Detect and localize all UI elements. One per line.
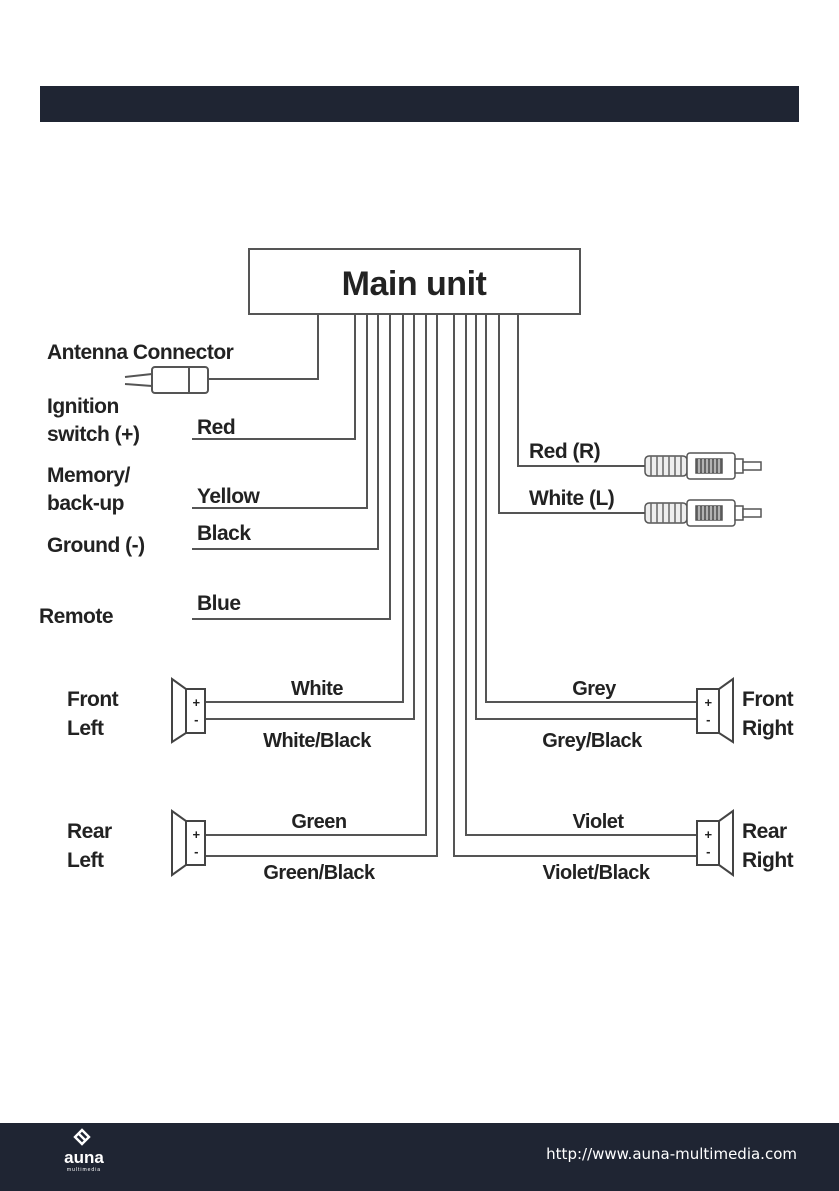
ground-label: Ground (-) — [47, 534, 145, 557]
red-label: Red — [197, 416, 235, 439]
grey-black-wire — [475, 314, 697, 720]
black-wire — [192, 314, 379, 550]
footer-url[interactable]: http://www.auna-multimedia.com — [546, 1145, 797, 1163]
antenna-label: Antenna Connector — [47, 341, 234, 364]
auna-logo: auna multimedia — [64, 1128, 104, 1173]
rca-plug-white-icon — [644, 499, 762, 527]
rca-plug-red-icon — [644, 452, 762, 480]
rca-red-wire — [517, 314, 645, 467]
speaker-front-left-icon — [171, 677, 206, 744]
fr-plus: + — [704, 695, 712, 710]
antenna-wire — [208, 314, 319, 380]
ignition-label-2: switch (+) — [47, 423, 139, 446]
header-bar — [40, 86, 799, 122]
rca-white-label: White (L) — [529, 487, 614, 510]
rear-right-label-1: Rear — [742, 820, 787, 843]
grey-black-label: Grey/Black — [542, 730, 643, 752]
front-left-label-1: Front — [67, 688, 119, 711]
white-black-wire — [205, 314, 415, 720]
front-right-label-1: Front — [742, 688, 794, 711]
rear-right-label-2: Right — [742, 849, 794, 872]
memory-label-2: back-up — [47, 492, 124, 515]
white-label: White — [291, 678, 343, 700]
violet-black-label: Violet/Black — [542, 862, 650, 884]
rear-left-label-2: Left — [67, 849, 104, 872]
green-label: Green — [291, 811, 346, 833]
speaker-rear-left-icon — [171, 809, 206, 877]
logo-brand: auna — [64, 1148, 104, 1167]
footer — [0, 1123, 839, 1191]
violet-label: Violet — [572, 811, 624, 833]
blue-label: Blue — [197, 592, 241, 615]
wiring-diagram: + - + - + - + - Main unit Antenna Connec… — [39, 248, 794, 884]
rl-plus: + — [192, 827, 200, 842]
front-left-label-2: Left — [67, 717, 104, 740]
yellow-wire — [192, 314, 368, 509]
ignition-label-1: Ignition — [47, 395, 119, 418]
white-black-label: White/Black — [263, 730, 372, 752]
speaker-front-right-icon — [696, 677, 734, 744]
fr-minus: - — [706, 712, 710, 727]
rl-minus: - — [194, 844, 198, 859]
black-label: Black — [197, 522, 251, 545]
rca-red-label: Red (R) — [529, 440, 600, 463]
front-right-label-2: Right — [742, 717, 794, 740]
violet-black-wire — [453, 314, 697, 857]
fl-plus: + — [192, 695, 200, 710]
rca-white-wire — [498, 314, 645, 514]
antenna-plug-icon — [124, 366, 209, 394]
green-wire — [205, 314, 427, 836]
logo-sub: multimedia — [67, 1167, 101, 1173]
rr-plus: + — [704, 827, 712, 842]
remote-label: Remote — [39, 605, 113, 628]
rr-minus: - — [706, 844, 710, 859]
rear-left-label-1: Rear — [67, 820, 112, 843]
white-wire — [205, 314, 404, 703]
memory-label-1: Memory/ — [47, 464, 131, 487]
green-black-wire — [205, 314, 438, 857]
grey-label: Grey — [572, 678, 617, 700]
yellow-label: Yellow — [197, 485, 261, 508]
red-wire — [192, 314, 356, 440]
main-unit-label: Main unit — [342, 265, 487, 303]
fl-minus: - — [194, 712, 198, 727]
grey-wire — [485, 314, 697, 703]
blue-wire — [192, 314, 391, 620]
violet-wire — [465, 314, 697, 836]
speaker-rear-right-icon — [696, 809, 734, 877]
green-black-label: Green/Black — [263, 862, 376, 884]
